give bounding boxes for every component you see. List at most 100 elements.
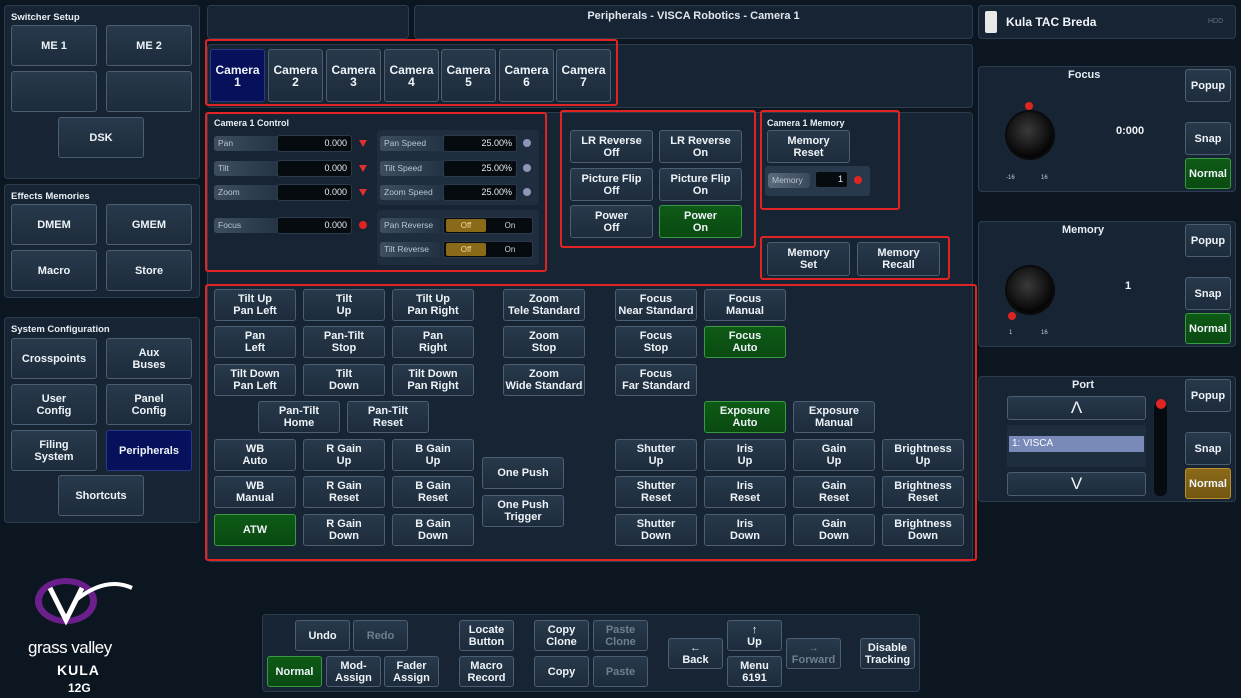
zoom-tele-button[interactable]: Zoom Tele Standard <box>503 289 585 321</box>
gain-down-button[interactable]: Gain Down <box>793 514 875 546</box>
lr-reverse-on-button[interactable]: LR Reverse On <box>659 130 742 163</box>
port-list-item-selected[interactable]: 1: VISCA <box>1009 436 1144 452</box>
tab-camera-1[interactable]: Camera 1 <box>210 49 265 102</box>
b-gain-down-button[interactable]: B Gain Down <box>392 514 474 546</box>
aux-buses-button[interactable]: Aux Buses <box>106 338 192 379</box>
b-gain-up-button[interactable]: B Gain Up <box>392 439 474 471</box>
focus-near-button[interactable]: Focus Near Standard <box>615 289 697 321</box>
shutter-reset-button[interactable]: Shutter Reset <box>615 476 697 508</box>
redo-button[interactable]: Redo <box>353 620 408 651</box>
normal-button[interactable]: Normal <box>267 656 322 687</box>
gain-reset-button[interactable]: Gain Reset <box>793 476 875 508</box>
focus-value[interactable]: 0.000 <box>277 217 352 234</box>
dmem-button[interactable]: DMEM <box>11 204 97 245</box>
tilt-down-pan-left-button[interactable]: Tilt Down Pan Left <box>214 364 296 396</box>
pan-right-button[interactable]: Pan Right <box>392 326 474 358</box>
pan-tilt-reset-button[interactable]: Pan-Tilt Reset <box>347 401 429 433</box>
pan-tilt-stop-button[interactable]: Pan-Tilt Stop <box>303 326 385 358</box>
panel-config-button[interactable]: Panel Config <box>106 384 192 425</box>
paste-button[interactable]: Paste <box>593 656 648 687</box>
fader-assign-button[interactable]: Fader Assign <box>384 656 439 687</box>
atw-button[interactable]: ATW <box>214 514 296 546</box>
zoom-value[interactable]: 0.000 <box>277 184 352 201</box>
tab-camera-2[interactable]: Camera 2 <box>268 49 323 102</box>
focus-manual-button[interactable]: Focus Manual <box>704 289 786 321</box>
forward-button[interactable]: → Forward <box>786 638 841 669</box>
brightness-up-button[interactable]: Brightness Up <box>882 439 964 471</box>
iris-reset-button[interactable]: Iris Reset <box>704 476 786 508</box>
me2-button[interactable]: ME 2 <box>106 25 192 66</box>
tilt-up-pan-right-button[interactable]: Tilt Up Pan Right <box>392 289 474 321</box>
tab-camera-3[interactable]: Camera 3 <box>326 49 381 102</box>
gmem-button[interactable]: GMEM <box>106 204 192 245</box>
tilt-down-button[interactable]: Tilt Down <box>303 364 385 396</box>
tilt-reverse-on[interactable]: On <box>504 245 516 254</box>
port-scroll-thumb-icon[interactable] <box>1156 399 1166 409</box>
macro-button[interactable]: Macro <box>11 250 97 291</box>
brightness-reset-button[interactable]: Brightness Reset <box>882 476 964 508</box>
paste-clone-button[interactable]: Paste Clone <box>593 620 648 651</box>
filing-system-button[interactable]: Filing System <box>11 430 97 471</box>
port-up-button[interactable]: Λ <box>1007 396 1146 420</box>
r-gain-up-button[interactable]: R Gain Up <box>303 439 385 471</box>
b-gain-reset-button[interactable]: B Gain Reset <box>392 476 474 508</box>
power-on-button[interactable]: Power On <box>659 205 742 238</box>
pan-down-arrow-icon[interactable] <box>359 140 367 147</box>
user-config-button[interactable]: User Config <box>11 384 97 425</box>
focus-far-button[interactable]: Focus Far Standard <box>615 364 697 396</box>
tilt-down-pan-right-button[interactable]: Tilt Down Pan Right <box>392 364 474 396</box>
wb-auto-button[interactable]: WB Auto <box>214 439 296 471</box>
zoom-stop-button[interactable]: Zoom Stop <box>503 326 585 358</box>
back-button[interactable]: ← Back <box>668 638 723 669</box>
empty-button-1[interactable] <box>11 71 97 112</box>
iris-down-button[interactable]: Iris Down <box>704 514 786 546</box>
tilt-reverse-off[interactable]: Off <box>446 243 486 256</box>
me1-button[interactable]: ME 1 <box>11 25 97 66</box>
peripherals-button[interactable]: Peripherals <box>106 430 192 471</box>
port-mode-button[interactable]: Normal <box>1185 468 1231 499</box>
focus-stop-button[interactable]: Focus Stop <box>615 326 697 358</box>
shortcuts-button[interactable]: Shortcuts <box>58 475 144 516</box>
port-popup-button[interactable]: Popup <box>1185 379 1231 412</box>
disable-tracking-button[interactable]: Disable Tracking <box>860 638 915 669</box>
tilt-speed-value[interactable]: 25.00% <box>443 160 517 177</box>
empty-button-2[interactable] <box>106 71 192 112</box>
memory-knob[interactable] <box>1007 267 1053 313</box>
zoom-down-arrow-icon[interactable] <box>359 189 367 196</box>
zoom-speed-value[interactable]: 25.00% <box>443 184 517 201</box>
focus-auto-button[interactable]: Focus Auto <box>704 326 786 358</box>
port-down-button[interactable]: V <box>1007 472 1146 496</box>
memory-set-button[interactable]: Memory Set <box>767 242 850 276</box>
port-scrollbar[interactable] <box>1154 402 1167 496</box>
tilt-up-button[interactable]: Tilt Up <box>303 289 385 321</box>
undo-button[interactable]: Undo <box>295 620 350 651</box>
focus-snap-button[interactable]: Snap <box>1185 122 1231 155</box>
tab-camera-5[interactable]: Camera 5 <box>441 49 496 102</box>
memory-snap-button[interactable]: Snap <box>1185 277 1231 310</box>
picture-flip-off-button[interactable]: Picture Flip Off <box>570 168 653 201</box>
focus-mode-button[interactable]: Normal <box>1185 158 1231 189</box>
shutter-up-button[interactable]: Shutter Up <box>615 439 697 471</box>
zoom-wide-button[interactable]: Zoom Wide Standard <box>503 364 585 396</box>
port-snap-button[interactable]: Snap <box>1185 432 1231 465</box>
pan-speed-value[interactable]: 25.00% <box>443 135 517 152</box>
pan-value[interactable]: 0.000 <box>277 135 352 152</box>
memory-field-value[interactable]: 1 <box>815 171 848 188</box>
gain-up-button[interactable]: Gain Up <box>793 439 875 471</box>
exposure-auto-button[interactable]: Exposure Auto <box>704 401 786 433</box>
lr-reverse-off-button[interactable]: LR Reverse Off <box>570 130 653 163</box>
pan-reverse-toggle[interactable]: Off On <box>443 217 533 234</box>
memory-popup-button[interactable]: Popup <box>1185 224 1231 257</box>
exposure-manual-button[interactable]: Exposure Manual <box>793 401 875 433</box>
pan-left-button[interactable]: Pan Left <box>214 326 296 358</box>
one-push-trigger-button[interactable]: One Push Trigger <box>482 495 564 527</box>
shutter-down-button[interactable]: Shutter Down <box>615 514 697 546</box>
store-button[interactable]: Store <box>106 250 192 291</box>
tilt-reverse-toggle[interactable]: Off On <box>443 241 533 258</box>
power-off-button[interactable]: Power Off <box>570 205 653 238</box>
brightness-down-button[interactable]: Brightness Down <box>882 514 964 546</box>
tilt-down-arrow-icon[interactable] <box>359 165 367 172</box>
pan-tilt-home-button[interactable]: Pan-Tilt Home <box>258 401 340 433</box>
iris-up-button[interactable]: Iris Up <box>704 439 786 471</box>
locate-button-button[interactable]: Locate Button <box>459 620 514 651</box>
